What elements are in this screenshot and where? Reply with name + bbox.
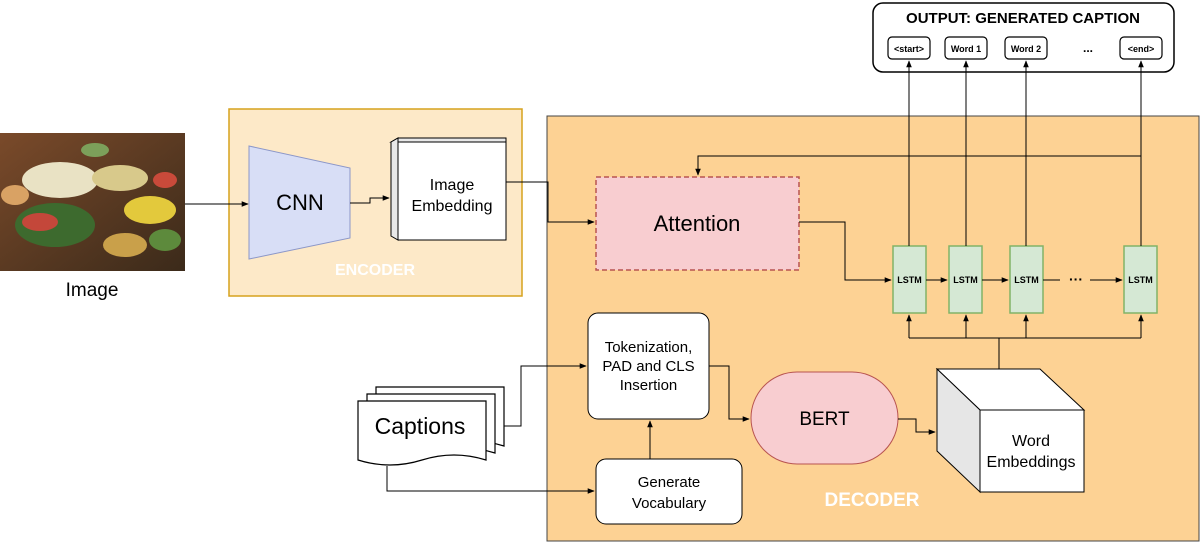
output-token: <end>: [1128, 44, 1155, 54]
lstm-cell: LSTM: [1009, 245, 1044, 314]
captions-label: Captions: [375, 413, 466, 439]
output-token-box: [1004, 36, 1048, 60]
image-label: Image: [66, 280, 119, 301]
decoder-title: DECODER: [824, 490, 919, 511]
output-token-box: [1119, 36, 1163, 60]
output-title: OUTPUT: GENERATED CAPTION: [906, 10, 1140, 27]
output-token-box: [887, 36, 931, 60]
svg-text:LSTM: LSTM: [1128, 275, 1153, 285]
image-embedding-block: [389, 137, 507, 241]
output-token: Word 2: [1011, 44, 1041, 54]
lstm-cell: LSTM: [1123, 245, 1158, 314]
tokenization-label-1: Tokenization,: [605, 339, 693, 356]
svg-text:LSTM: LSTM: [953, 275, 978, 285]
lstm-cell: LSTM: [948, 245, 983, 314]
encoder-title: ENCODER: [335, 262, 415, 279]
cnn-block: [248, 145, 351, 260]
output-token-box: [944, 36, 988, 60]
output-token: Word 1: [951, 44, 981, 54]
bert-label: BERT: [799, 409, 850, 430]
output-token: ...: [1083, 41, 1093, 55]
tokenization-label-2: PAD and CLS: [602, 358, 694, 375]
bert-block: [750, 371, 899, 465]
output-token: <start>: [894, 44, 924, 54]
input-image: [0, 133, 185, 271]
generate-vocabulary-label-2: Vocabulary: [632, 495, 707, 512]
word-embeddings-label-1: Word: [1012, 433, 1050, 450]
image-embedding-label-1: Image: [430, 177, 475, 194]
attention-label: Attention: [654, 211, 741, 236]
lstm-cell: LSTM: [892, 245, 927, 314]
connector-arrows: [185, 60, 1144, 494]
svg-text:LSTM: LSTM: [1014, 275, 1039, 285]
generate-vocabulary-label-1: Generate: [638, 474, 701, 491]
word-embeddings-label-2: Embeddings: [987, 454, 1076, 471]
attention-block: [595, 176, 800, 271]
svg-text:LSTM: LSTM: [897, 275, 922, 285]
cnn-label: CNN: [276, 190, 324, 215]
lstm-ellipsis: ···: [1069, 271, 1083, 287]
captions-documents: [357, 386, 505, 466]
word-embeddings-block: [935, 367, 1086, 494]
tokenization-label-3: Insertion: [620, 377, 678, 394]
image-embedding-label-2: Embedding: [412, 198, 493, 215]
generate-vocabulary-block: [595, 458, 743, 525]
